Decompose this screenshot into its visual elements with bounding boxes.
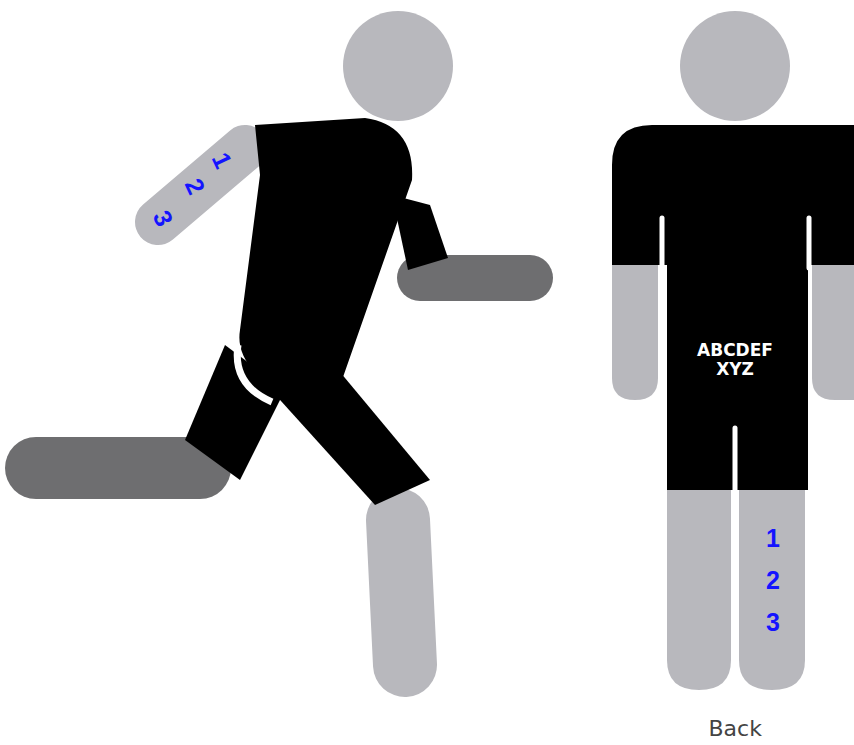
runner-torso (239, 118, 412, 400)
back-arm-gap (660, 218, 665, 268)
back-head (680, 11, 790, 121)
runner-front-shin (398, 520, 405, 665)
back-left-leg (667, 490, 731, 690)
callout-number: 3 (766, 608, 780, 637)
back-right-leg (739, 490, 805, 690)
callout-number: 2 (766, 566, 780, 595)
view-label: Back (709, 716, 762, 741)
runner-back-forearm (420, 255, 530, 301)
back-leg-gap (733, 428, 738, 492)
callout-number: 1 (766, 524, 780, 553)
runner-back-shin (36, 437, 200, 499)
back-print-text: ABCDEF XYZ (692, 341, 778, 380)
back-left-arm (612, 265, 658, 400)
runner-hip-gap (237, 345, 272, 402)
runner-head (343, 11, 453, 121)
back-right-arm (812, 265, 854, 400)
back-arm-gap (807, 218, 812, 268)
